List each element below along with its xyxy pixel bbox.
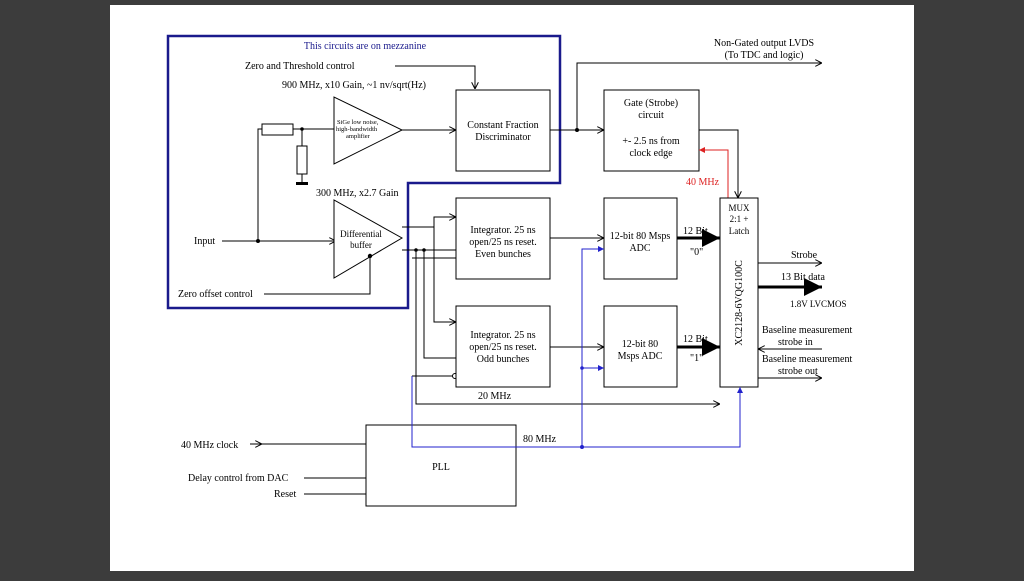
amp1-label-3: amplifier [346,133,371,140]
adc-even-box [603,197,678,280]
mux-label-1: MUX [728,203,750,213]
non-gated-output-wire [576,63,822,130]
bus-width-even: 12 Bit [683,226,708,237]
to-odd-integrator-wire-1 [433,227,456,322]
clock-20mhz-blue-wire [411,376,582,448]
integrator-even-label-2: open/25 ns reset. [469,237,537,248]
clock-40mhz-in-label: 40 MHz clock [181,440,238,451]
reset-label: Reset [274,489,296,500]
cfd-box [455,89,551,172]
gate-label-3: +- 2.5 ns from [622,136,680,147]
gate-label-1: Gate (Strobe) [624,98,678,109]
non-gated-output-label-2: (To TDC and logic) [725,50,804,61]
baseline-out-label-1: Baseline measurement [762,354,852,365]
baseline-in-label-1: Baseline measurement [762,325,852,336]
svg-text:Gate (Strobe)circuit+- 2.5 ns: Gate (Strobe)circuit +- 2.5 ns fromclock … [622,98,680,159]
clock-80mhz-label: 80 MHz [523,434,557,445]
bus-index-even: "0" [690,247,703,258]
integrator-odd-label-1: Integrator. 25 ns [470,330,535,341]
clock-80mhz-to-mux-wire [582,387,743,448]
to-odd-integrator-wire-2 [423,250,456,359]
adc-even-label-2: ADC [629,243,650,254]
integrator-junction-2 [414,248,418,252]
integrator-even-label-1: Integrator. 25 ns [470,225,535,236]
zero-threshold-control-label: Zero and Threshold control [245,61,355,72]
strobe-label: Strobe [791,250,818,261]
shunt-resistor [296,145,308,175]
mux-label-3: Latch [729,226,750,236]
clock-20mhz-wire [415,250,720,404]
baseline-in-label-2: strobe in [778,337,813,348]
clock-80mhz-to-adc-even-wire [581,246,604,447]
input-to-resistor-wire [257,128,262,241]
integrator-odd-label-3: Odd bunches [477,354,530,365]
amp2-spec: 300 MHz, x2.7 Gain [316,188,399,199]
zero-offset-wire [264,257,371,295]
adc-odd-label-1: 12-bit 80 [622,339,658,350]
data-label: 13 Bit data [781,272,825,283]
baseline-out-label-2: strobe out [778,366,818,377]
bus-index-odd: "1" [690,353,703,364]
clock-40mhz-red-wire [699,147,729,198]
mezzanine-boundary [166,34,562,310]
gate-label-4: clock edge [629,148,673,159]
cfd-label-1: Constant Fraction [467,120,538,131]
clock-20mhz-label: 20 MHz [478,391,512,402]
delay-control-label: Delay control from DAC [188,473,289,484]
integrator-odd-box [455,305,551,388]
lvcmos-label: 1.8V LVCMOS [790,299,847,309]
amp1-spec: 900 MHz, x10 Gain, ~1 nv/sqrt(Hz) [282,80,426,91]
integrator-even-box [455,197,551,280]
adc-odd-box [603,305,678,388]
adc-odd-label-2: Msps ADC [618,351,663,362]
ground-symbol [296,182,308,185]
integrator-odd-label-2: open/25 ns reset. [469,342,537,353]
fpga-part-label: XC2128-6VQG100C [734,260,745,346]
input-label: Input [194,236,215,247]
series-resistor [261,123,294,136]
pll-box [365,424,517,507]
amp1-label-2: high-bandwidth [336,126,378,133]
zero-offset-control-label: Zero offset control [178,289,253,300]
amp1-label-1: SiGe low noise, [337,119,379,126]
mezzanine-title: This circuits are on mezzanine [304,41,427,52]
gate-to-mux-wire [699,129,738,198]
non-gated-output-label-1: Non-Gated output LVDS [714,38,814,49]
bus-width-odd: 12 Bit [683,334,708,345]
adc-even-label-1: 12-bit 80 Msps [610,231,671,242]
offset-node [367,253,373,259]
cfd-label-2: Discriminator [475,132,531,143]
svg-text:Non-Gated output LVDS(To TDC a: Non-Gated output LVDS(To TDC and logic) [714,38,814,61]
mux-fpga-box [719,197,759,388]
diff-buffer-label-2: buffer [350,240,372,250]
diff-buffer-label-1: Differential [340,229,382,239]
mux-label-2: 2:1 + [730,214,749,224]
clock-80mhz-junction-2 [580,366,584,370]
sige-amplifier [333,96,404,165]
gate-label-2: circuit [638,110,664,121]
pll-label: PLL [432,462,450,473]
integrator-junction-1 [422,248,426,252]
threshold-control-wire [395,65,475,89]
integrator-even-label-3: Even bunches [475,249,531,260]
clock-40mhz-red-label: 40 MHz [686,177,720,188]
differential-buffer [333,199,404,279]
buffer-pos-out-wire [402,217,456,228]
